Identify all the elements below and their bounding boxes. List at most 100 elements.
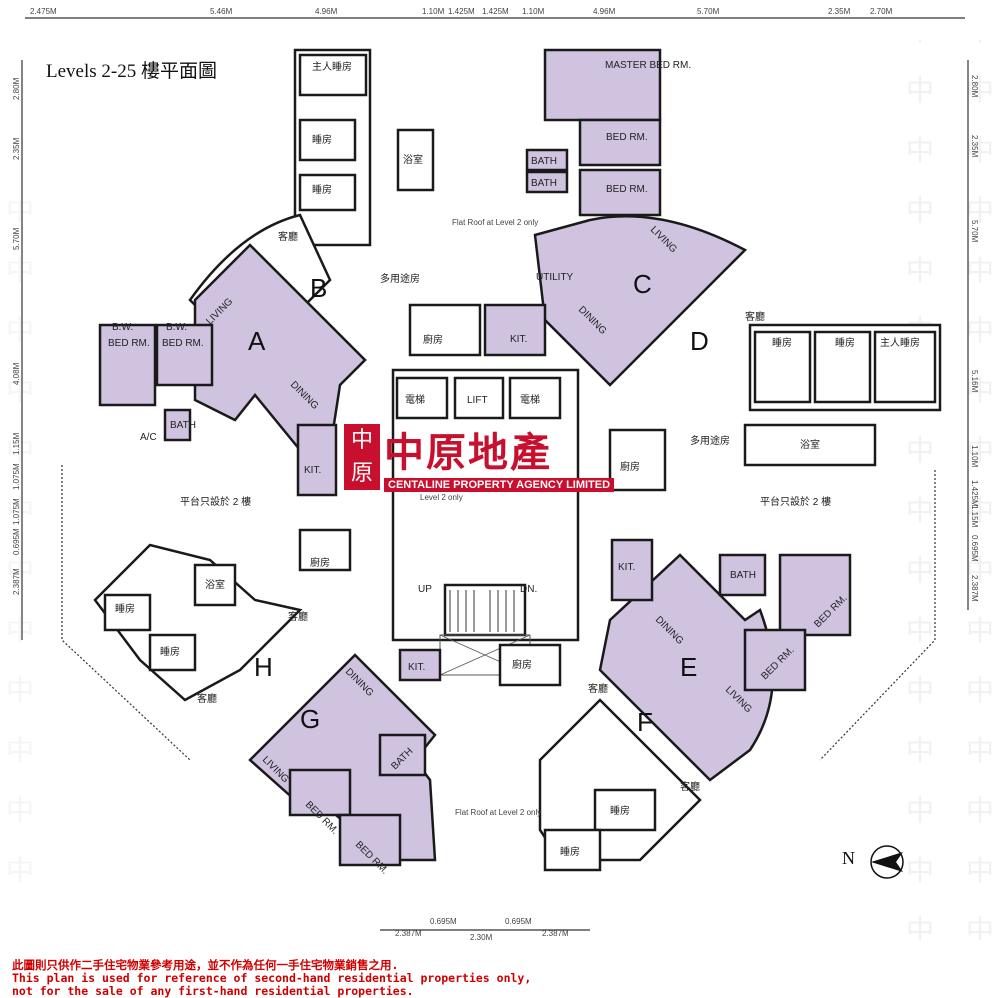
flat-e: BATH BED RM. BED RM. KIT. DINING LIVING <box>598 538 852 782</box>
svg-text:2.35M: 2.35M <box>970 135 979 158</box>
svg-text:廚房: 廚房 <box>512 658 532 671</box>
svg-text:UTILITY: UTILITY <box>536 272 574 283</box>
svg-text:2.35M: 2.35M <box>12 137 21 160</box>
svg-text:客廳: 客廳 <box>680 780 700 793</box>
svg-text:BATH: BATH <box>170 420 196 431</box>
svg-text:A/C: A/C <box>140 432 157 443</box>
svg-text:LIFT: LIFT <box>467 395 488 406</box>
svg-text:BATH: BATH <box>730 570 756 581</box>
svg-text:電梯: 電梯 <box>520 393 540 406</box>
flat-letter-h: H <box>254 652 273 682</box>
flat-letter-g: G <box>300 704 320 734</box>
svg-text:平台只設於 2 樓: 平台只設於 2 樓 <box>760 495 831 508</box>
flat-c: MASTER BED RM. BED RM. BED RM. BATH BATH… <box>483 48 748 387</box>
svg-text:多用途房: 多用途房 <box>380 272 420 285</box>
svg-text:5.46M: 5.46M <box>210 7 233 16</box>
svg-text:客廳: 客廳 <box>278 230 298 243</box>
svg-text:4.08M: 4.08M <box>12 362 21 385</box>
svg-text:浴室: 浴室 <box>205 578 225 591</box>
svg-text:Flat Roof at Level 2 only: Flat Roof at Level 2 only <box>452 218 538 227</box>
svg-text:睡房: 睡房 <box>772 336 792 349</box>
svg-text:DN.: DN. <box>520 584 537 595</box>
svg-text:0.695M: 0.695M <box>505 917 532 926</box>
plan-title: Levels 2-25 樓平面圖 <box>46 61 217 82</box>
svg-text:2.35M: 2.35M <box>828 7 851 16</box>
svg-text:2.387M: 2.387M <box>12 568 21 595</box>
flat-f: 廚房 睡房 睡房 客廳 客廳 <box>498 643 702 872</box>
flat-letter-f: F <box>637 707 653 737</box>
svg-text:BED RM.: BED RM. <box>606 132 648 143</box>
svg-text:2.80M: 2.80M <box>12 77 21 100</box>
svg-text:客廳: 客廳 <box>288 610 308 623</box>
north-label: N <box>842 848 855 868</box>
svg-text:KIT.: KIT. <box>304 465 321 476</box>
top-dimensions: 2.475M 5.46M 4.96M 1.10M 1.425M 1.425M 1… <box>25 7 965 19</box>
svg-text:5.16M: 5.16M <box>970 370 979 393</box>
svg-text:MASTER BED RM.: MASTER BED RM. <box>605 60 691 71</box>
flat-h: 浴室 睡房 睡房 廚房 客廳 客廳 <box>93 528 352 705</box>
svg-text:BATH: BATH <box>531 156 557 167</box>
svg-text:1.10M: 1.10M <box>970 445 979 468</box>
svg-text:睡房: 睡房 <box>115 602 135 615</box>
svg-text:客廳: 客廳 <box>197 692 217 705</box>
svg-text:KIT.: KIT. <box>510 334 527 345</box>
svg-text:多用途房: 多用途房 <box>690 434 730 447</box>
svg-text:1.425M: 1.425M <box>482 7 509 16</box>
svg-text:睡房: 睡房 <box>835 336 855 349</box>
central-core: 電梯 LIFT 電梯 UP DN. Level 2 only <box>391 368 580 676</box>
svg-text:1.425M: 1.425M <box>448 7 475 16</box>
svg-text:Flat Roof at Level 2 only: Flat Roof at Level 2 only <box>455 808 541 817</box>
svg-text:B.W.: B.W. <box>166 322 187 333</box>
north-arrow-icon <box>870 845 904 879</box>
flat-letter-d: D <box>690 326 709 356</box>
svg-text:0.695M: 0.695M <box>12 528 21 555</box>
svg-text:睡房: 睡房 <box>160 645 180 658</box>
svg-text:主人睡房: 主人睡房 <box>880 336 920 349</box>
svg-text:廚房: 廚房 <box>310 556 330 569</box>
svg-text:浴室: 浴室 <box>403 153 423 166</box>
flat-letter-a: A <box>248 326 266 356</box>
flat-letter-b: B <box>310 273 327 303</box>
svg-text:4.96M: 4.96M <box>593 7 616 16</box>
svg-text:1.075M: 1.075M <box>12 463 21 490</box>
left-dimensions: 2.80M 2.35M 5.70M 4.08M 1.15M 1.075M 1.0… <box>12 60 23 640</box>
bottom-dimensions: 2.387M 0.695M 2.30M 0.695M 2.387M <box>380 917 590 942</box>
svg-text:廚房: 廚房 <box>620 460 640 473</box>
svg-text:KIT.: KIT. <box>618 562 635 573</box>
flat-letter-c: C <box>633 269 652 299</box>
svg-text:睡房: 睡房 <box>312 133 332 146</box>
svg-text:1.10M: 1.10M <box>522 7 545 16</box>
right-dimensions: 2.80M 2.35M 5.70M 5.16M 1.10M 1.425M 1.1… <box>967 60 979 610</box>
svg-text:浴室: 浴室 <box>800 438 820 451</box>
svg-text:0.695M: 0.695M <box>430 917 457 926</box>
svg-text:BED RM.: BED RM. <box>606 184 648 195</box>
svg-text:2.387M: 2.387M <box>395 929 422 938</box>
svg-text:5.70M: 5.70M <box>12 227 21 250</box>
svg-text:2.70M: 2.70M <box>870 7 893 16</box>
disclaimer-en-1: This plan is used for reference of secon… <box>12 971 532 985</box>
flat-g: KIT. BATH BED RM. BED RM. DINING LIVING <box>248 648 442 877</box>
svg-text:Level 2 only: Level 2 only <box>420 493 463 502</box>
svg-text:2.387M: 2.387M <box>970 575 979 602</box>
svg-text:1.075M: 1.075M <box>12 498 21 525</box>
brand-name-cn: 中原地產 <box>384 430 552 476</box>
svg-text:1.15M: 1.15M <box>12 432 21 455</box>
svg-text:0.695M: 0.695M <box>970 535 979 562</box>
brand-name-en: CENTALINE PROPERTY AGENCY LIMITED <box>384 478 615 492</box>
svg-text:客廳: 客廳 <box>745 310 765 323</box>
svg-text:平台只設於 2 樓: 平台只設於 2 樓 <box>180 495 251 508</box>
flat-d: 睡房 睡房 主人睡房 浴室 廚房 多用途房 客廳 <box>608 310 942 492</box>
svg-text:UP: UP <box>418 584 432 595</box>
svg-text:主人睡房: 主人睡房 <box>312 60 352 73</box>
flat-letters: B A C D E F G H <box>248 269 709 737</box>
svg-text:4.96M: 4.96M <box>315 7 338 16</box>
svg-text:BED RM.: BED RM. <box>162 338 204 349</box>
svg-text:2.80M: 2.80M <box>970 75 979 98</box>
disclaimer-cn: 此圖則只供作二手住宅物業參考用途，並不作為任何一手住宅物業銷售之用. <box>12 958 399 972</box>
svg-text:5.70M: 5.70M <box>970 220 979 243</box>
flat-roofs: Flat Roof at Level 2 only Flat Roof at L… <box>61 218 936 817</box>
svg-text:2.387M: 2.387M <box>542 929 569 938</box>
svg-text:1.425M: 1.425M <box>970 480 979 507</box>
disclaimer-en-2: not for the sale of any first-hand resid… <box>12 984 414 998</box>
